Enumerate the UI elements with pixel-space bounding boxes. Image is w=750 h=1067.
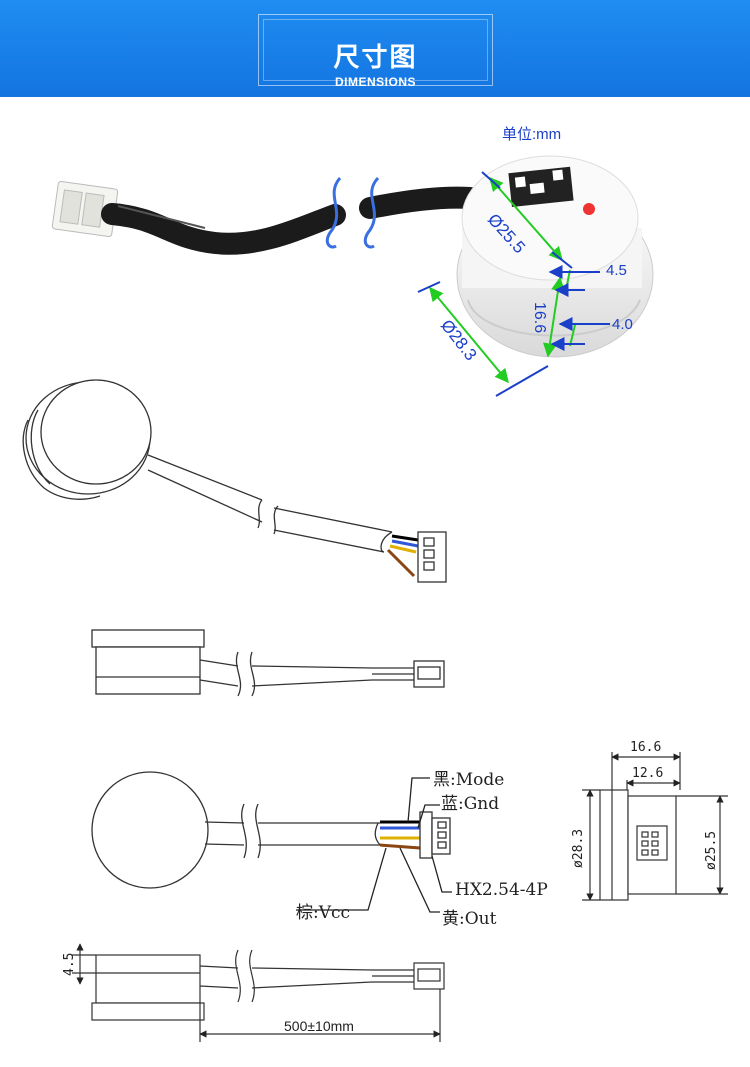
wire-yellow-label: 黄:Out	[442, 909, 497, 929]
dim-height: 16.6	[531, 302, 548, 334]
side-inner-diameter: ø25.5	[704, 830, 719, 870]
bottom-side-view	[72, 943, 445, 1042]
side-view-top	[91, 629, 445, 697]
bottom-step-height: 4.5	[62, 952, 77, 976]
right-side-view	[582, 752, 728, 901]
header-banner: 尺寸图 DIMENSIONS	[0, 0, 750, 97]
connector-label: HX2.54-4P	[455, 880, 548, 900]
top-view-wiring	[91, 771, 452, 913]
dim-bottom-step: 4.0	[612, 316, 633, 333]
dim-top-step: 4.5	[606, 262, 627, 279]
isometric-drawing	[22, 379, 447, 583]
header-frame: 尺寸图 DIMENSIONS	[258, 14, 493, 89]
wire-black-label: 黑:Mode	[433, 770, 505, 790]
side-inner-width: 12.6	[632, 766, 664, 781]
wire-brown-label: 棕:Vcc	[296, 903, 351, 923]
sensor-photo	[51, 155, 654, 397]
wire-blue-label: 蓝:Gnd	[441, 794, 500, 814]
side-total-width: 16.6	[630, 740, 662, 755]
cable-photo-right	[359, 186, 481, 219]
cable-length-label: 500±10mm	[284, 1018, 354, 1034]
cable-photo-left	[101, 203, 346, 255]
unit-label: 单位:mm	[502, 126, 562, 143]
side-outer-diameter: ø28.3	[571, 828, 586, 868]
